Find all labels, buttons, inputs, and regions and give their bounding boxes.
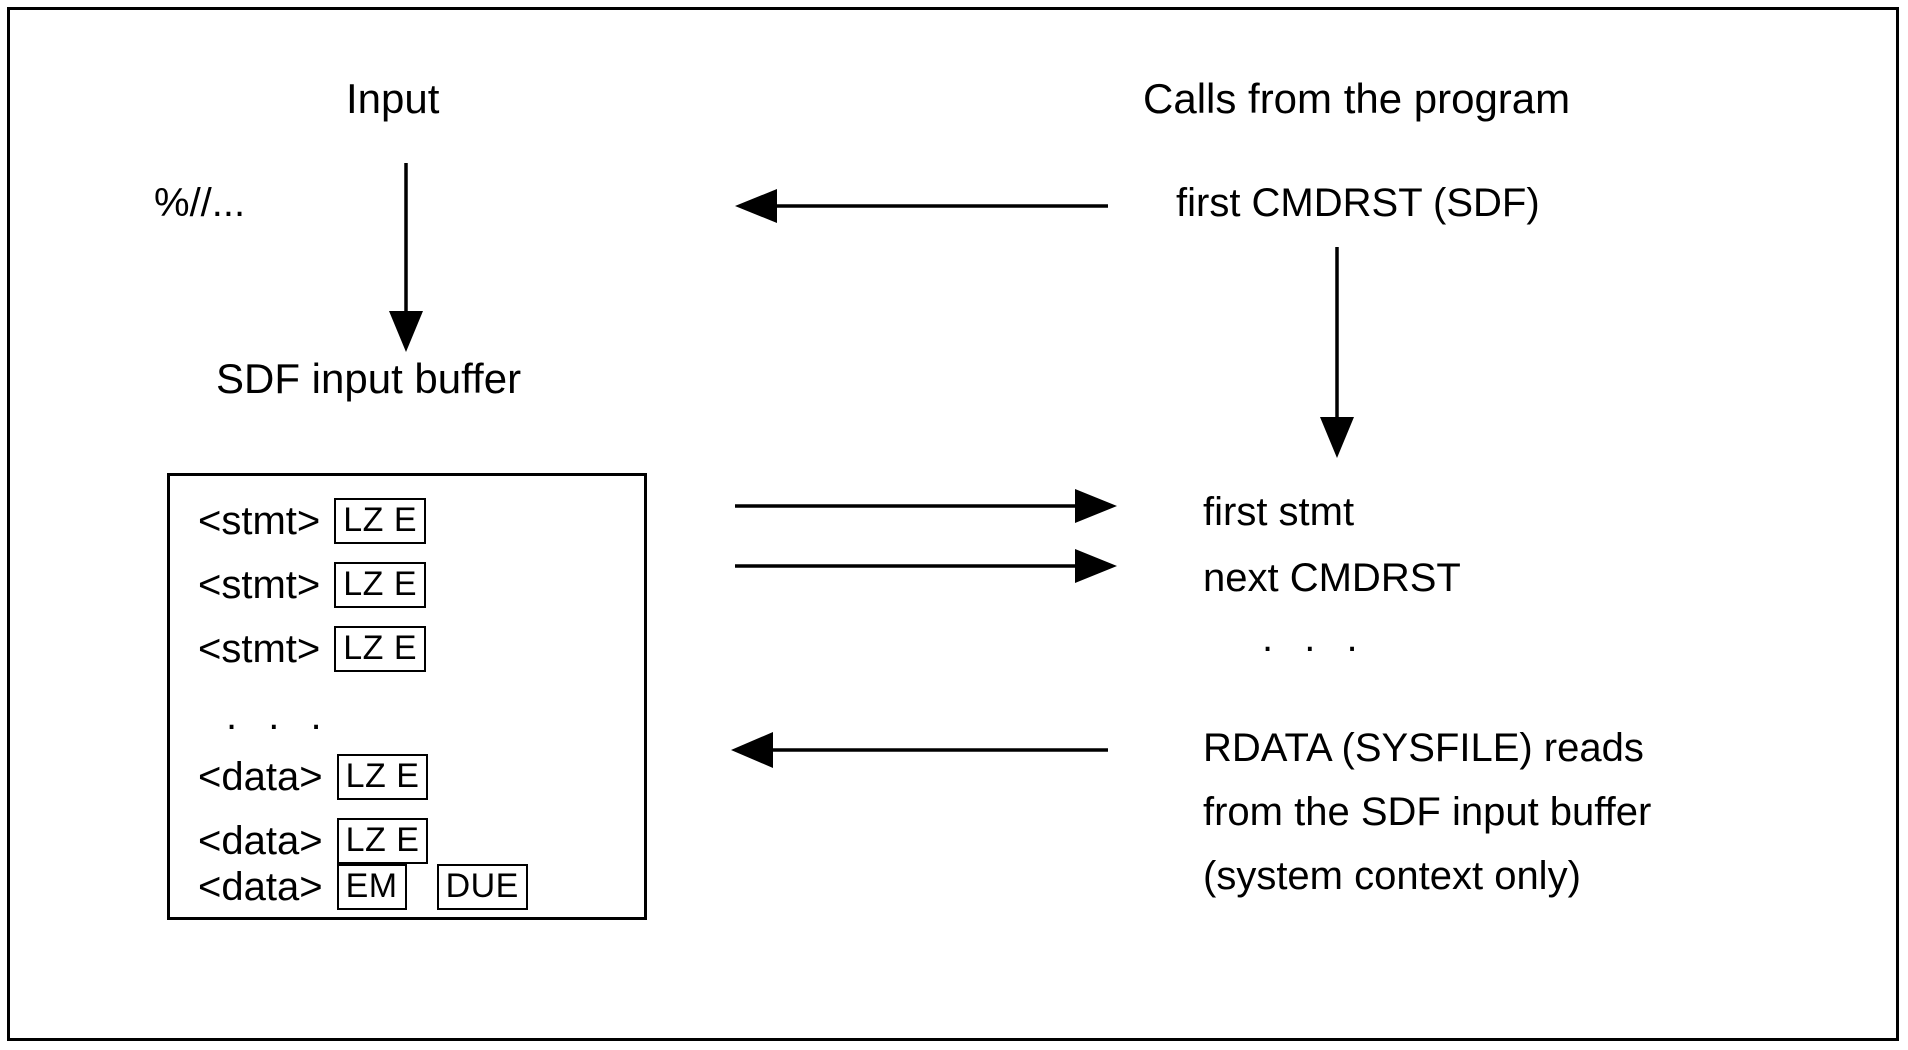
buffer-token: LZ E [334,626,427,672]
buffer-token: LZ E [334,562,427,608]
buffer-token: LZ E [336,818,429,864]
rdata-line-3: (system context only) [1203,854,1581,898]
input-title-label: Input [346,75,440,122]
buffer-ellipsis-row: . . . [226,694,332,738]
buffer-row-label: <stmt> [198,499,321,543]
first-stmt-label: first stmt [1203,490,1355,534]
right-column-ellipsis: . . . [1262,616,1368,660]
buffer-row-label: <stmt> [198,627,321,671]
outer-frame-border [7,7,1899,1041]
buffer-row: <stmt> LZ E [198,498,427,544]
buffer-row: <stmt> LZ E [198,562,427,608]
buffer-row-label: <stmt> [198,563,321,607]
first-cmdrst-label: first CMDRST (SDF) [1176,181,1540,225]
buffer-row: <data> LZ E [198,818,429,864]
calls-from-program-title: Calls from the program [1143,75,1571,122]
rdata-line-2: from the SDF input buffer [1203,790,1652,834]
buffer-token-due: DUE [436,864,528,910]
buffer-token: LZ E [336,754,429,800]
buffer-row: <data> LZ E [198,754,429,800]
next-cmdrst-label: next CMDRST [1203,556,1461,600]
sdf-buffer-caption: SDF input buffer [216,355,522,402]
buffer-row-label: <data> [198,865,323,909]
input-source-text: %//... [154,181,246,225]
buffer-token-em: EM [336,864,407,910]
buffer-row: <data> EM DUE [198,864,528,910]
buffer-row-label: <data> [198,755,323,799]
sdf-input-buffer-box: <stmt> LZ E <stmt> LZ E <stmt> LZ E . . … [167,473,647,920]
buffer-row-label: <data> [198,819,323,863]
buffer-row: <stmt> LZ E [198,626,427,672]
buffer-token: LZ E [334,498,427,544]
rdata-line-1: RDATA (SYSFILE) reads [1203,726,1644,770]
